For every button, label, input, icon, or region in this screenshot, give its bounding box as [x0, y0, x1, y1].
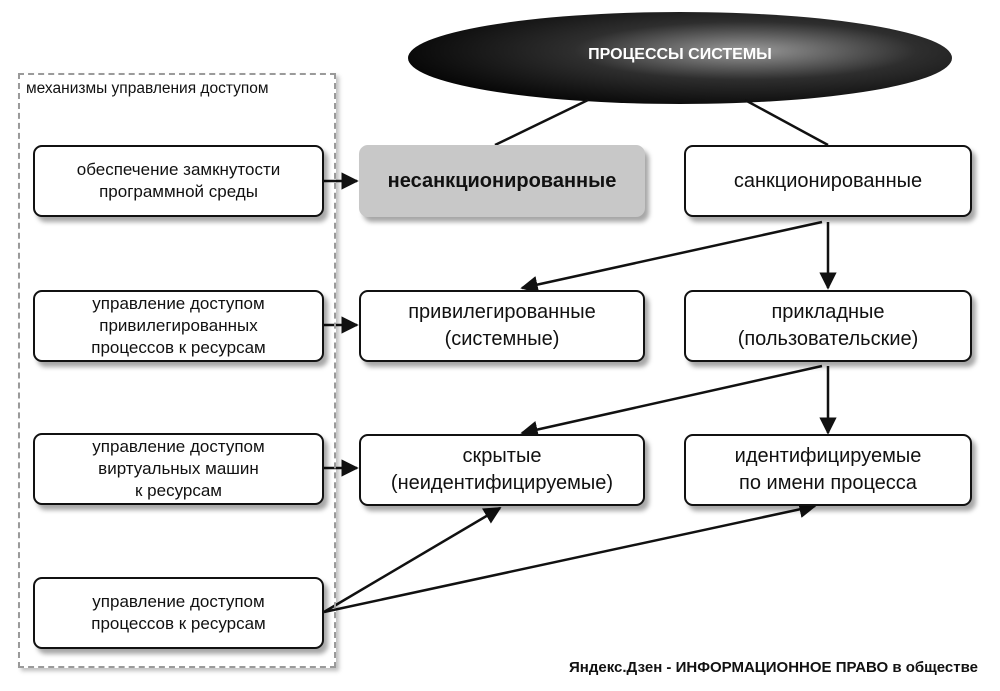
node-identified: идентифицируемые по имени процесса	[684, 434, 972, 506]
arrow-mech4-identified	[323, 500, 817, 614]
line-to-unsanctioned	[494, 98, 589, 147]
processes-title: ПРОЦЕССЫ СИСТЕМЫ	[588, 46, 772, 63]
mechanisms-group	[18, 73, 336, 668]
node-applied: прикладные (пользовательские)	[684, 290, 972, 362]
mechanism-closed-environment: обеспечение замкнутости программной сред…	[33, 145, 324, 217]
node-privileged: привилегированные (системные)	[359, 290, 645, 362]
line-to-sanctioned	[744, 98, 829, 147]
mechanisms-label: механизмы управления доступом	[26, 80, 269, 97]
arrow-applied-hidden	[520, 364, 823, 439]
node-sanctioned: санкционированные	[684, 145, 972, 217]
footer-credit: Яндекс.Дзен - ИНФОРМАЦИОННОЕ ПРАВО в общ…	[569, 659, 978, 676]
processes-ellipse	[408, 12, 952, 104]
mechanism-process-access: управление доступом процессов к ресурсам	[33, 577, 324, 649]
node-hidden: скрытые (неидентифицируемые)	[359, 434, 645, 506]
node-unsanctioned: несанкционированные	[359, 145, 645, 217]
arrow-sanctioned-privileged	[520, 220, 823, 294]
mechanism-vm-access: управление доступом виртуальных машин к …	[33, 433, 324, 505]
mechanism-privileged-access: управление доступом привилегированных пр…	[33, 290, 324, 362]
arrow-mech4-hidden	[323, 506, 502, 614]
